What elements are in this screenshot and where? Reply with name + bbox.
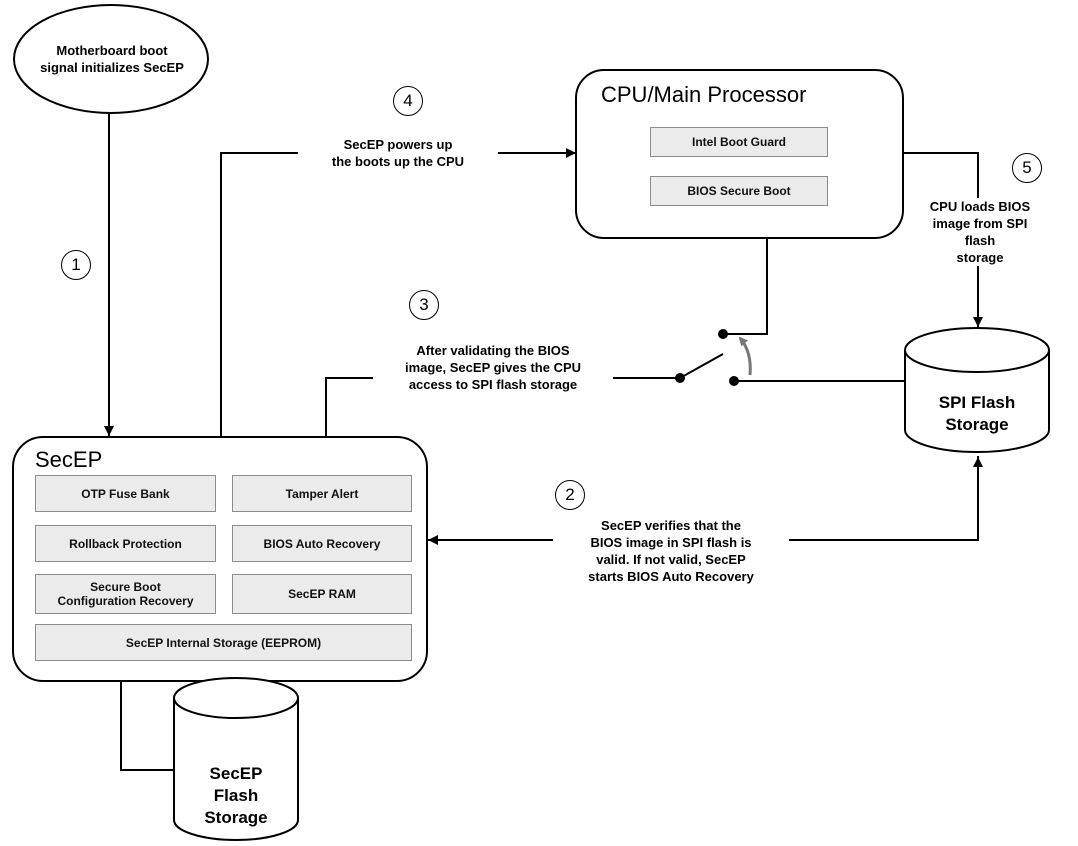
step-4-line-1: SecEP powers up [343, 137, 453, 152]
bios-auto-recovery: BIOS Auto Recovery [232, 525, 412, 562]
step-2-marker: 2 [555, 480, 585, 510]
step-5-marker: 5 [1012, 153, 1042, 183]
connector-cpu-to-spi [903, 152, 983, 327]
step-2-line-3: valid. If not valid, SecEP [596, 552, 746, 567]
connector-secep-to-cpu [220, 148, 576, 437]
secep-ram: SecEP RAM [232, 574, 412, 614]
switch-contact-right [729, 376, 739, 386]
intel-boot-guard: Intel Boot Guard [650, 127, 828, 157]
step-3-label: After validating the BIOS image, SecEP g… [373, 342, 613, 393]
secure-boot-config-line-2: Configuration Recovery [57, 594, 194, 608]
connector-secep-to-flash [120, 681, 174, 771]
step-4-marker: 4 [393, 86, 423, 116]
step-4-label: SecEP powers up the boots up the CPU [298, 136, 498, 170]
connector-cpu-to-switch [723, 238, 768, 335]
step-2-line-2: BIOS image in SPI flash is [590, 535, 752, 550]
spi-flash-cylinder [904, 327, 1050, 453]
switch-contact-top [718, 329, 728, 339]
step-2-label: SecEP verifies that the BIOS image in SP… [553, 517, 789, 585]
secep-flash-label: SecEP Flash Storage [174, 763, 298, 829]
step-2-line-1: SecEP verifies that the [601, 518, 741, 533]
step-1-marker: 1 [61, 250, 91, 280]
spi-flash-label: SPI Flash Storage [905, 392, 1049, 436]
secep-internal-storage: SecEP Internal Storage (EEPROM) [35, 624, 412, 661]
otp-fuse-bank: OTP Fuse Bank [35, 475, 216, 512]
secure-boot-configuration-recovery: Secure Boot Configuration Recovery [35, 574, 216, 614]
step-3-line-1: After validating the BIOS [416, 343, 570, 358]
boot-signal-oval [13, 4, 209, 114]
step-4-line-2: the boots up the CPU [331, 154, 465, 169]
step-3-marker: 3 [409, 290, 439, 320]
secep-flash-line-2: Flash [213, 786, 259, 805]
step-3-line-3: access to SPI flash storage [408, 377, 578, 392]
tamper-alert: Tamper Alert [232, 475, 412, 512]
step-5-line-3: storage [956, 250, 1004, 265]
boot-signal-line-2: signal initializes SecEP [40, 60, 184, 75]
switch-contact-left [675, 373, 685, 383]
cpu-title: CPU/Main Processor [601, 82, 807, 107]
step-2-line-4: starts BIOS Auto Recovery [588, 569, 754, 584]
secep-flash-line-3: Storage [204, 808, 268, 827]
secep-flash-line-1: SecEP [209, 764, 263, 783]
bios-secure-boot: BIOS Secure Boot [650, 176, 828, 206]
switch-arm [679, 353, 724, 379]
spi-flash-line-2: Storage [945, 415, 1009, 434]
boot-signal-line-1: Motherboard boot [56, 43, 168, 58]
step-3-line-2: image, SecEP gives the CPU [404, 360, 582, 375]
rollback-protection: Rollback Protection [35, 525, 216, 562]
secep-flash-cylinder [173, 677, 299, 841]
spi-flash-line-1: SPI Flash [938, 393, 1016, 412]
boot-signal-label: Motherboard boot signal initializes SecE… [24, 42, 200, 76]
step-5-line-1: CPU loads BIOS [929, 199, 1031, 214]
step-5-label: CPU loads BIOS image from SPI flash stor… [923, 198, 1037, 266]
secure-boot-config-line-1: Secure Boot [90, 580, 161, 594]
step-5-line-2: image from SPI flash [932, 216, 1028, 248]
switch-toggle-arrow [738, 336, 752, 376]
secep-title: SecEP [35, 447, 103, 472]
